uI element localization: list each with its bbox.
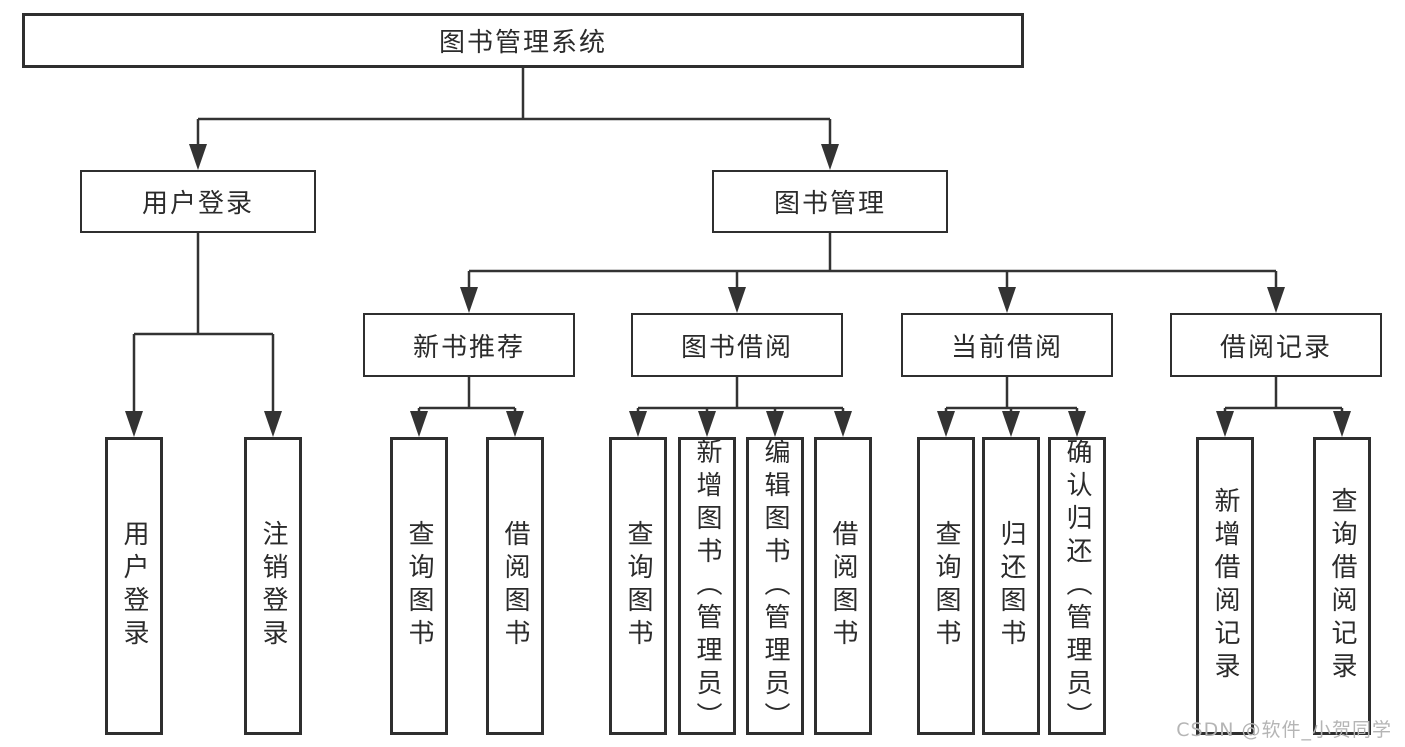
leaf-label: 确认归还（管理员） [1062,437,1092,735]
leaf-logout: 注销登录 [244,437,302,735]
node-label: 图书借阅 [680,332,793,363]
connector-book-management-to-sections [460,233,1285,313]
leaf-confirm-return-admin: 确认归还（管理员） [1048,437,1106,735]
node-label: 新书推荐 [412,332,525,363]
leaf-query-books-3: 查询图书 [917,437,975,735]
leaf-add-books-admin: 新增图书（管理员） [678,437,736,735]
node-book-management: 图书管理 [712,170,948,233]
node-label: 用户登录 [141,189,254,219]
leaf-label: 新增图书（管理员） [692,437,722,735]
node-label: 借阅记录 [1219,332,1332,363]
node-borrowing-records: 借阅记录 [1170,313,1382,377]
leaf-edit-books-admin: 编辑图书（管理员） [746,437,804,735]
leaf-label: 注销登录 [258,520,288,652]
leaf-add-borrow-record: 新增借阅记录 [1196,437,1254,735]
connector-user-login-to-leaves [125,233,282,437]
node-current-borrowing: 当前借阅 [901,313,1113,377]
leaf-label: 借阅图书 [828,520,858,652]
node-label: 图书管理系统 [438,28,607,58]
leaf-query-borrow-record: 查询借阅记录 [1313,437,1371,735]
connector-current-borrowing-to-leaves [937,377,1086,437]
leaf-borrow-books-2: 借阅图书 [814,437,872,735]
leaf-label: 查询借阅记录 [1327,487,1357,685]
node-new-book-recommend: 新书推荐 [363,313,575,377]
leaf-label: 用户登录 [119,520,149,652]
node-label: 图书管理 [773,189,886,219]
connector-root-to-branches [189,68,839,170]
leaf-label: 查询图书 [404,520,434,652]
leaf-return-books: 归还图书 [982,437,1040,735]
connector-book-borrowing-to-leaves [629,377,852,437]
node-library-management-system: 图书管理系统 [22,13,1024,68]
node-book-borrowing: 图书借阅 [631,313,843,377]
node-label: 当前借阅 [950,332,1063,363]
leaf-label: 查询图书 [931,520,961,652]
node-user-login: 用户登录 [80,170,316,233]
leaf-query-books-1: 查询图书 [390,437,448,735]
leaf-label: 归还图书 [996,520,1026,652]
leaf-label: 编辑图书（管理员） [760,437,790,735]
connector-borrowing-records-to-leaves [1216,377,1351,437]
leaf-label: 借阅图书 [500,520,530,652]
csdn-watermark: CSDN @软件_小贺同学 [1176,719,1392,741]
connector-new-book-recommend-to-leaves [410,377,524,437]
leaf-label: 新增借阅记录 [1210,487,1240,685]
leaf-query-books-2: 查询图书 [609,437,667,735]
leaf-borrow-books-1: 借阅图书 [486,437,544,735]
leaf-label: 查询图书 [623,520,653,652]
leaf-user-login: 用户登录 [105,437,163,735]
